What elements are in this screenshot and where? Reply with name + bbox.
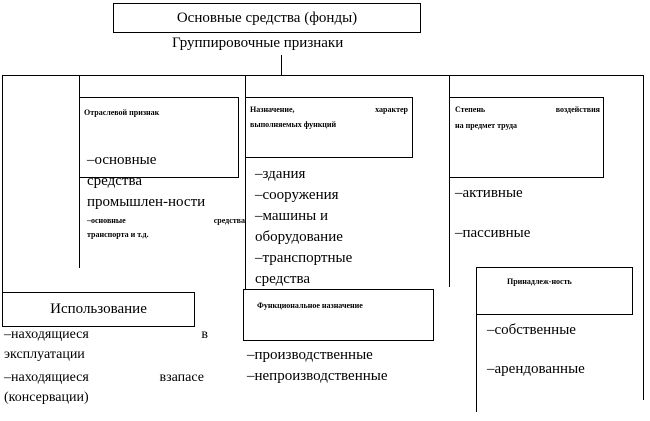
impact-item: –активные xyxy=(455,185,523,201)
industry-header: Отраслевой признак xyxy=(84,108,160,117)
connector-bus xyxy=(2,75,644,76)
industry-subitem-line2: транспорта и т.д. xyxy=(87,230,149,239)
usage-line: –находящиеся взапасе xyxy=(4,368,204,388)
purpose-header-word: Назначение, xyxy=(250,105,295,114)
usage-word: в xyxy=(201,327,208,342)
purpose-header-line2: выполняемых функций xyxy=(250,120,337,129)
impact-header-box: Степень воздействия на предмет труда xyxy=(449,97,604,178)
ownership-header: Принадлеж-ность xyxy=(507,277,572,286)
industry-subitem: –основные средства xyxy=(87,216,245,225)
function-item: –непроизводственные xyxy=(247,368,388,384)
industry-item: –основные xyxy=(87,152,157,168)
function-header-box: Функциональное назначение xyxy=(243,289,434,341)
subtitle: Группировочные признаки xyxy=(172,35,344,51)
purpose-item: оборудование xyxy=(255,229,343,245)
usage-header: Использование xyxy=(50,301,147,317)
ownership-item: –арендованные xyxy=(487,361,585,377)
usage-header-box: Использование xyxy=(2,292,195,327)
usage-word: –находящиеся xyxy=(4,370,89,385)
connector-industry-down xyxy=(79,178,80,268)
impact-header: Степень воздействия xyxy=(455,105,600,114)
industry-item: промышлен-ности xyxy=(87,194,206,210)
connector-purpose-down xyxy=(245,158,246,289)
function-header: Функциональное назначение xyxy=(257,301,363,310)
impact-item: –пассивные xyxy=(455,225,531,241)
purpose-header-box: Назначение, характер выполняемых функций xyxy=(245,97,413,158)
impact-header-word: воздействия xyxy=(555,105,600,114)
usage-line: эксплуатации xyxy=(4,347,85,362)
diagram-title: Основные средства (фонды) xyxy=(176,10,358,26)
industry-header-box: Отраслевой признак xyxy=(79,97,239,178)
industry-subitem-word: –основные xyxy=(87,216,126,225)
purpose-header-word: характер xyxy=(375,105,408,114)
connector-left xyxy=(2,75,3,292)
usage-word: –находящиеся xyxy=(4,327,89,342)
purpose-item: средства xyxy=(255,271,311,287)
connector-impact-down xyxy=(449,178,450,287)
usage-line: (консервации) xyxy=(4,390,89,405)
purpose-item: –здания xyxy=(255,166,306,182)
connector-ownership-down xyxy=(476,315,477,412)
title-box: Основные средства (фонды) xyxy=(113,3,421,33)
usage-line: –находящиеся в xyxy=(4,325,208,345)
connector-industry xyxy=(79,75,80,99)
purpose-header: Назначение, характер xyxy=(250,105,408,114)
connector-purpose xyxy=(245,75,246,97)
purpose-item: –транспортные xyxy=(255,250,353,266)
industry-subitem-word: средства xyxy=(213,216,245,225)
purpose-item: –сооружения xyxy=(255,187,339,203)
ownership-item: –собственные xyxy=(487,322,576,338)
connector-impact xyxy=(449,75,450,99)
connector-right xyxy=(643,75,644,400)
function-item: –производственные xyxy=(247,347,373,363)
connector-stem xyxy=(281,55,282,75)
industry-item: средства xyxy=(87,173,143,189)
impact-header-word: Степень xyxy=(455,105,486,114)
usage-word: взапасе xyxy=(159,370,204,385)
purpose-item: –машины и xyxy=(255,208,329,224)
impact-header-line2: на предмет труда xyxy=(455,121,518,130)
ownership-header-box: Принадлеж-ность xyxy=(476,267,633,315)
